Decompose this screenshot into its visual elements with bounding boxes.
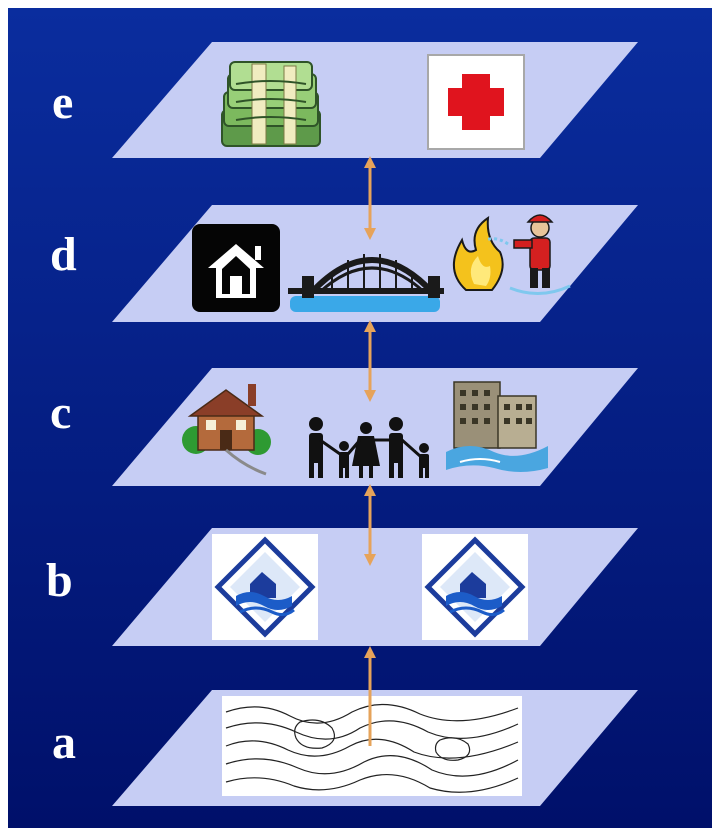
layer-d: d [50, 205, 638, 322]
layer-c: c [50, 368, 638, 486]
layer-label: d [50, 228, 77, 281]
layer-e: e [52, 42, 638, 158]
layer-b: b [46, 528, 638, 646]
family-icon [309, 417, 429, 478]
money-stack-icon [221, 61, 321, 147]
layer-label: b [46, 554, 73, 607]
flood-warning-sign-icon [212, 534, 318, 640]
residence-icon [182, 384, 271, 476]
firefighter-icon [453, 214, 571, 295]
layer-label: e [52, 76, 73, 129]
flooded-building-icon [446, 381, 548, 472]
flood-warning-sign-icon [422, 534, 528, 640]
topographic-map-icon [222, 696, 522, 796]
house-icon [192, 224, 280, 312]
red-cross-icon [427, 54, 525, 150]
bridge-icon [288, 254, 444, 312]
layer-label: a [52, 716, 76, 769]
layer-a: a [52, 690, 638, 806]
layer-label: c [50, 386, 71, 439]
